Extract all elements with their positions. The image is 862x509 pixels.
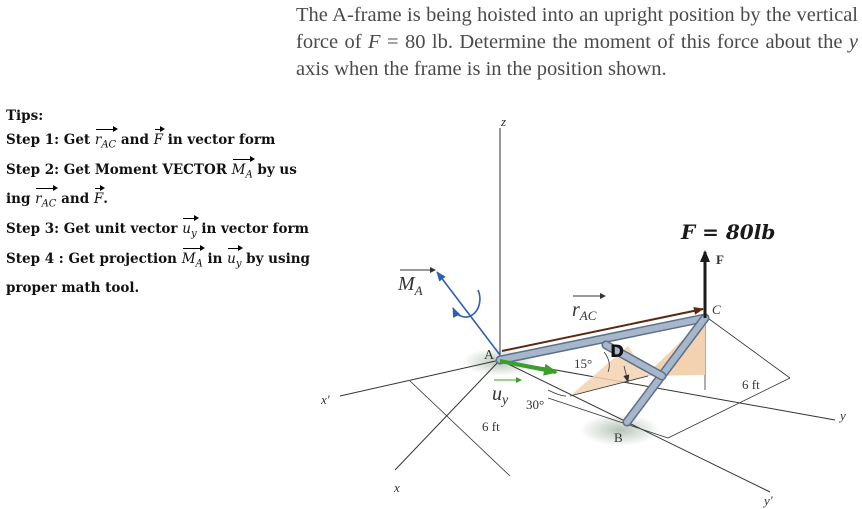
tip-step-4: Step 4 : Get projection MA in uy by usin… xyxy=(6,244,310,277)
force-symbol: F xyxy=(368,31,381,53)
angle-30-label: 30° xyxy=(526,397,544,412)
a-frame xyxy=(495,313,710,427)
r-ac-label: rAC xyxy=(572,293,606,323)
r-ac-vector: rAC xyxy=(35,185,59,217)
dim-6ft-right-label: 6 ft xyxy=(742,377,760,392)
angle-arc-arrow xyxy=(623,365,630,383)
x-axis xyxy=(394,359,501,471)
problem-statement: The A-frame is being hoisted into an upr… xyxy=(296,2,858,83)
tip-step-2: Step 2: Get Moment VECTOR MA by us xyxy=(6,155,306,188)
c-label: C xyxy=(712,302,721,317)
y-symbol: y xyxy=(848,31,858,53)
tip-step-2-cont: ing rAC and F. xyxy=(6,185,306,217)
triangle-d xyxy=(570,346,648,396)
y-prime-label: y' xyxy=(762,493,773,508)
m-a-vector: MA xyxy=(232,155,255,188)
y-prime-axis xyxy=(499,359,771,493)
svg-text:rAC: rAC xyxy=(572,299,597,323)
m-a-label: MA xyxy=(397,267,436,298)
tips-title: Tips: xyxy=(6,108,44,124)
u-y-vector: uy xyxy=(227,244,244,277)
u-y-arrow xyxy=(499,359,558,376)
f-vector: F xyxy=(94,185,106,211)
b-label: B xyxy=(614,430,623,445)
shadow-b xyxy=(580,414,660,446)
x-prime-label: x' xyxy=(320,392,330,407)
problem-text-3: axis when the frame is in the position s… xyxy=(296,58,667,80)
dim-6ft-right-line xyxy=(547,397,669,439)
m-a-arrow xyxy=(436,271,501,356)
f-vector: F xyxy=(154,126,166,152)
x-label: x xyxy=(393,480,400,495)
dim-6ft-left-label: 6 ft xyxy=(482,419,500,434)
tip-step-3: Step 3: Get unit vector uy in vector for… xyxy=(6,215,309,247)
x-prime-axis xyxy=(339,359,501,397)
problem-text-1: The A-frame is being hoisted into an upr… xyxy=(296,4,858,53)
svg-text:MA: MA xyxy=(397,273,423,298)
u-y-vector: uy xyxy=(182,215,200,247)
tip-step-4-cont: proper math tool. xyxy=(6,280,140,297)
y-label: y xyxy=(838,408,846,423)
force-value-label: F = 80lb xyxy=(680,220,775,244)
d-label: D xyxy=(610,342,624,362)
u-y-label: uy xyxy=(492,377,522,408)
problem-text-2: = 80 lb. Determine the moment of this fo… xyxy=(380,31,849,53)
z-label: z xyxy=(500,114,506,129)
r-ac-vector: rAC xyxy=(95,126,119,158)
angle-15-label: 15° xyxy=(574,356,592,371)
m-a-curl xyxy=(452,289,481,318)
angle-30-arc xyxy=(547,389,567,397)
f-label: F xyxy=(716,252,724,267)
tips-panel: Tips: Step 1: Get rAC and F in vector fo… xyxy=(6,104,310,300)
tip-step-1: Step 1: Get rAC and F in vector form xyxy=(6,126,306,158)
m-a-vector: MA xyxy=(182,244,205,277)
a-label: A xyxy=(484,348,495,363)
angle-15-arc xyxy=(603,351,610,373)
dim-6ft-right-leader xyxy=(667,377,791,439)
dim-6ft-top-leader xyxy=(704,315,791,379)
dim-6ft-left-line xyxy=(409,380,511,477)
svg-text:uy: uy xyxy=(492,383,509,408)
triangle-d-edge xyxy=(569,375,649,397)
r-ac-arrow xyxy=(501,306,704,352)
